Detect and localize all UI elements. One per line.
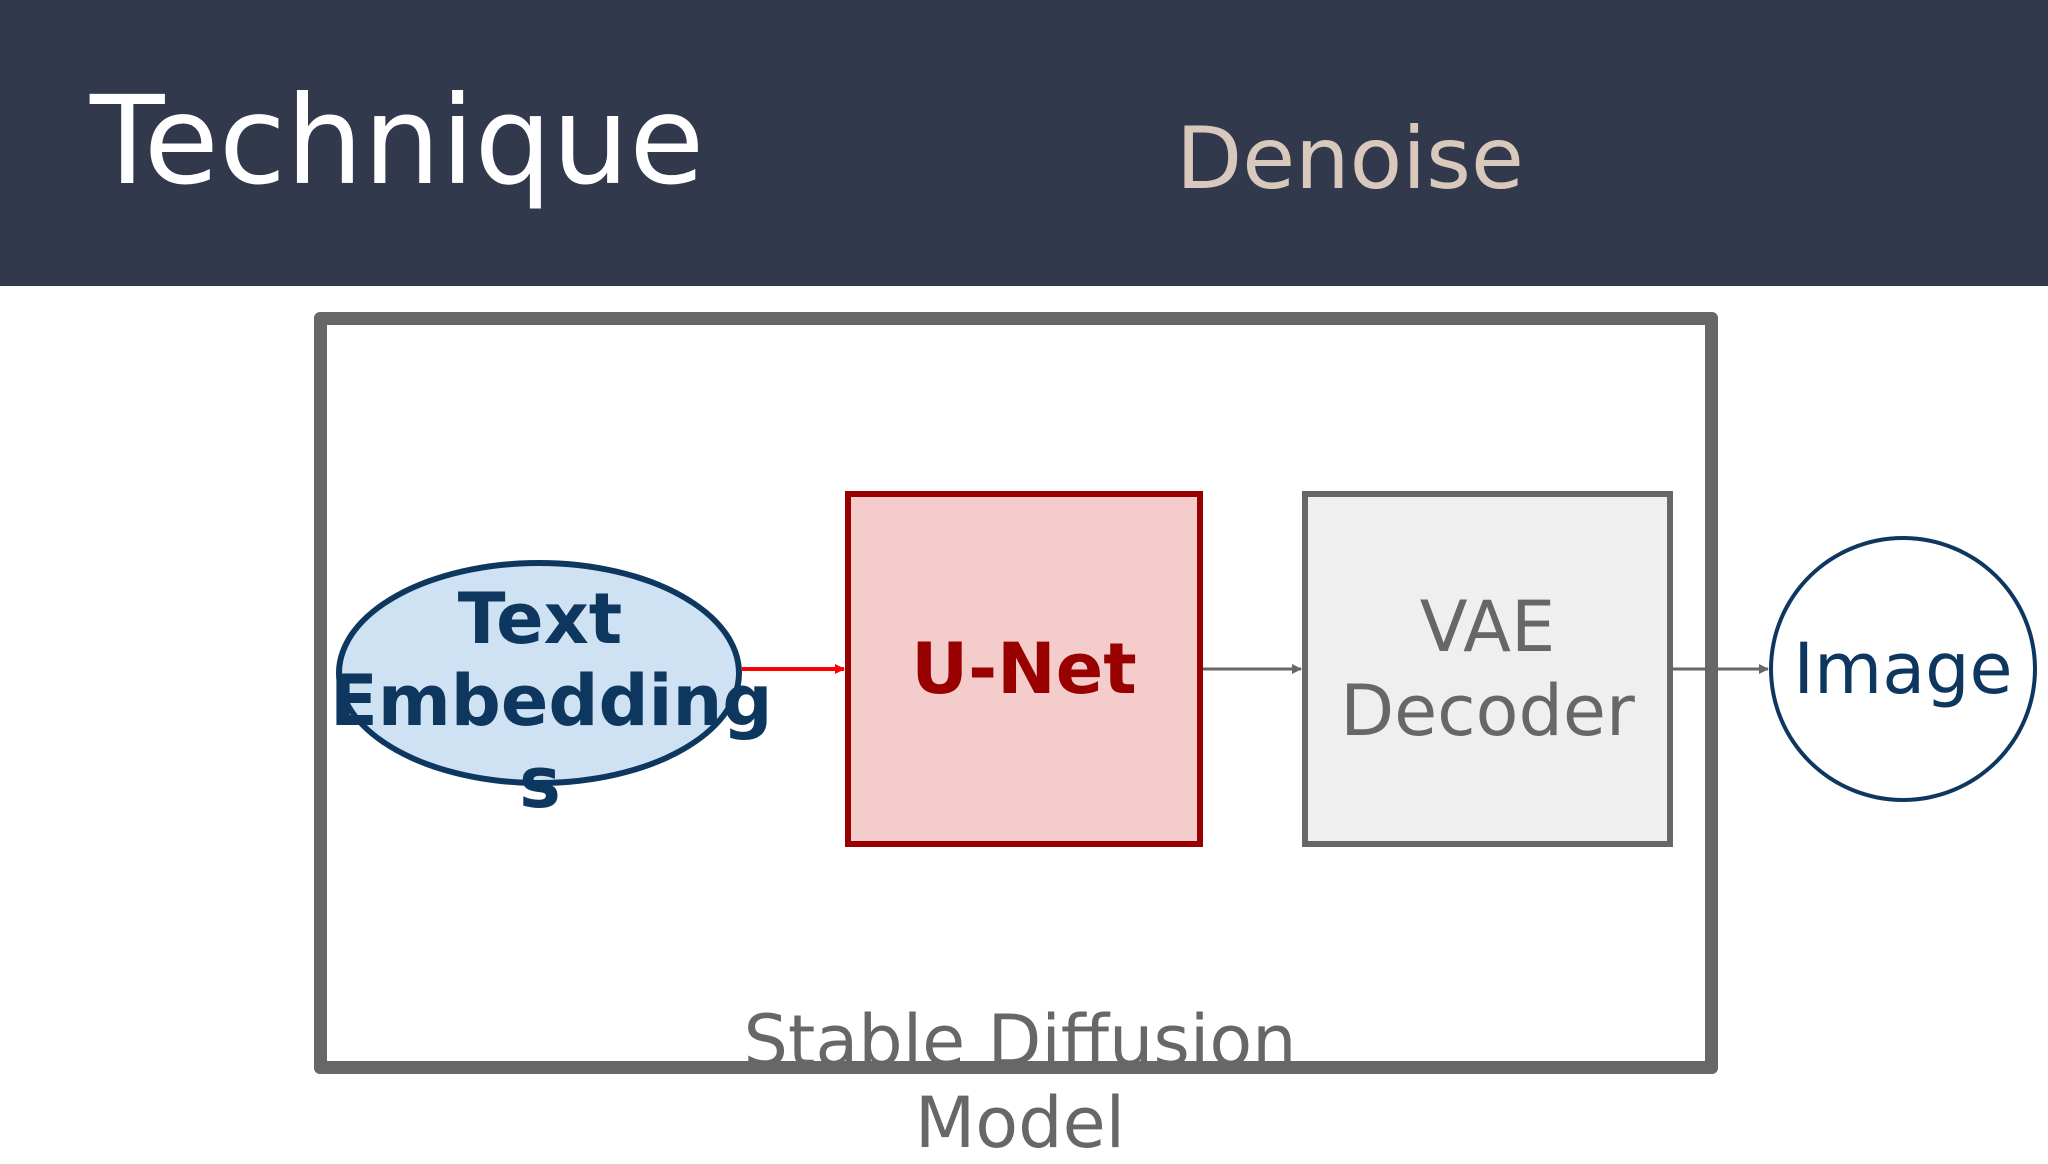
slide-title: Technique xyxy=(90,70,705,212)
vae-decoder-label: VAE Decoder xyxy=(1340,585,1635,753)
model-label-line2: Model xyxy=(914,1082,1126,1164)
stable-diffusion-model-frame xyxy=(314,312,1718,1074)
text-embeddings-label-line3: s xyxy=(519,742,561,824)
image-label: Image xyxy=(1793,628,2013,710)
text-embeddings-label-line1: Text xyxy=(457,578,623,660)
unet-label: U-Net xyxy=(911,628,1137,710)
text-embeddings-label-line2: Embedding xyxy=(330,660,773,742)
vae-decoder-label-line1: VAE xyxy=(1419,586,1556,668)
vae-decoder-node: VAE Decoder xyxy=(1302,491,1673,847)
text-embeddings-node xyxy=(336,560,742,786)
vae-decoder-label-line2: Decoder xyxy=(1340,670,1635,752)
text-embeddings-label: Text Embedding s xyxy=(330,578,773,824)
model-label-line1: Stable Diffusion xyxy=(743,1000,1297,1082)
unet-node: U-Net xyxy=(845,491,1203,847)
image-node: Image xyxy=(1769,536,2037,802)
slide-subtitle: Denoise xyxy=(1176,109,1524,209)
stable-diffusion-model-label: Stable Diffusion Model xyxy=(650,1000,1390,1164)
slide-header xyxy=(0,0,2048,286)
